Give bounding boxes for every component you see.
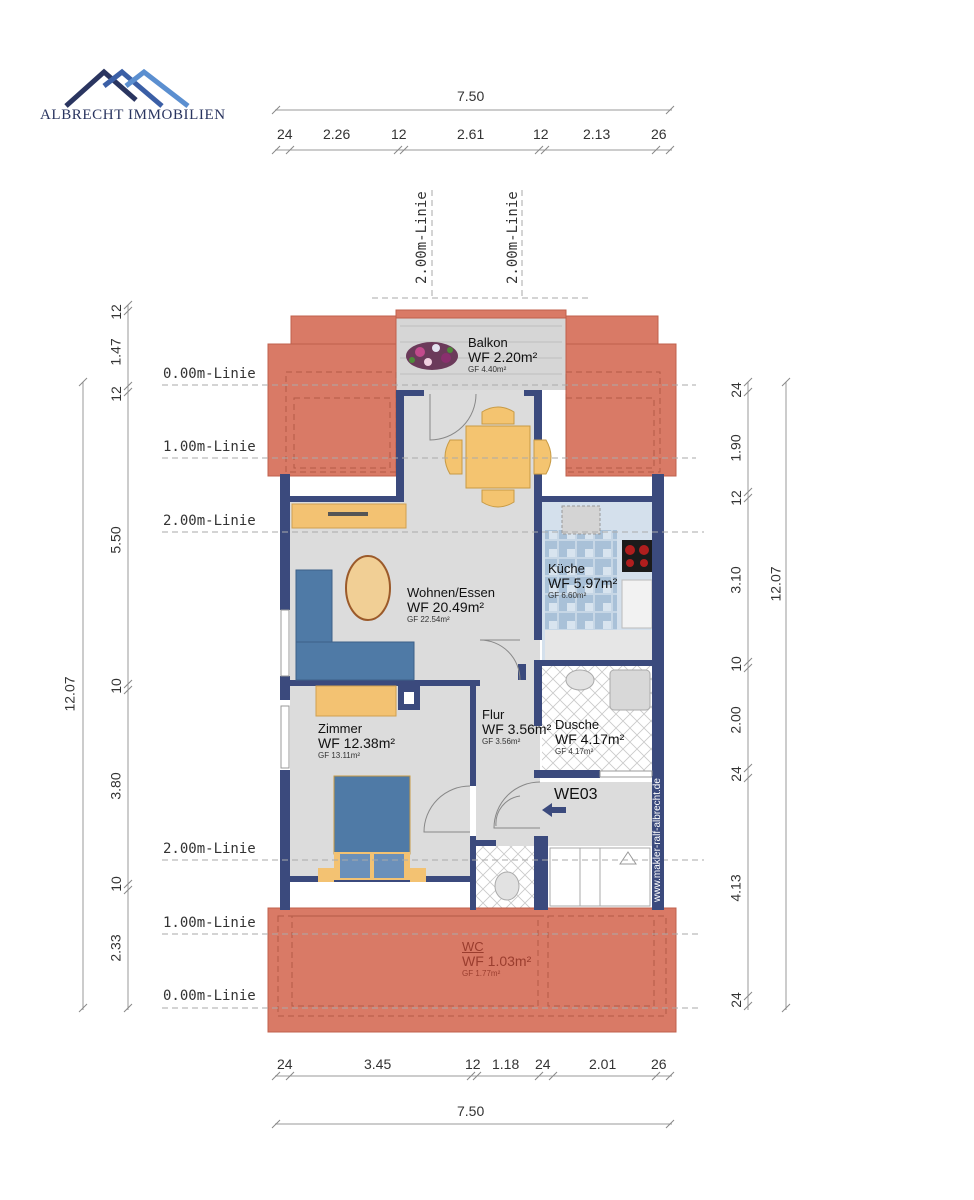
room-floor-area: GF 4.17m² bbox=[555, 747, 594, 756]
desk bbox=[315, 685, 397, 717]
room-floor-area: GF 22.54m² bbox=[407, 615, 450, 624]
dim-left-total: 12.07 bbox=[61, 676, 78, 712]
sink-icon bbox=[621, 579, 653, 629]
website-watermark: www.makler-ralf-albrecht.de bbox=[652, 778, 663, 902]
room-name: Wohnen/Essen bbox=[407, 585, 495, 600]
dim-right-seg: 4.13 bbox=[727, 874, 744, 902]
toilet-icon bbox=[494, 871, 520, 901]
room-name: Küche bbox=[548, 561, 585, 576]
dim-right-seg: 3.10 bbox=[727, 566, 744, 594]
shower-tray-icon bbox=[609, 669, 651, 711]
room-name: Balkon bbox=[468, 335, 508, 350]
room-label-wohnen-essen: Wohnen/Essen WF 20.49m² GF 22.54m² bbox=[407, 586, 495, 625]
dim-right-seg: 1.90 bbox=[727, 434, 744, 462]
room-name: Flur bbox=[482, 707, 505, 722]
coffee-table bbox=[345, 555, 391, 621]
dim-right-seg: 24 bbox=[727, 382, 744, 398]
dim-top-seg: 2.61 bbox=[457, 126, 485, 142]
height-line-label: 1.00m-Linie bbox=[163, 915, 256, 931]
dim-right-seg: 12 bbox=[727, 490, 744, 506]
dining-set bbox=[444, 406, 552, 508]
height-line-label: 0.00m-Linie bbox=[163, 988, 256, 1004]
dim-right-seg: 2.00 bbox=[727, 706, 744, 734]
unit-label: WE03 bbox=[554, 786, 598, 803]
room-label-dusche: Dusche WF 4.17m² GF 4.17m² bbox=[555, 718, 624, 757]
dim-bottom-seg: 1.18 bbox=[492, 1056, 520, 1072]
dim-left-seg: 2.33 bbox=[107, 934, 124, 962]
dimension-lines bbox=[82, 109, 787, 1125]
dim-right-seg: 24 bbox=[727, 992, 744, 1008]
room-living-area: WF 5.97m² bbox=[548, 575, 618, 591]
dim-right-seg: 24 bbox=[727, 766, 744, 782]
hall-floor bbox=[476, 666, 540, 846]
dim-right-total: 12.07 bbox=[767, 566, 784, 602]
room-living-area: WF 4.17m² bbox=[555, 731, 625, 747]
room-name: WC bbox=[462, 939, 484, 954]
roof-mountains-icon bbox=[64, 68, 190, 108]
room-label-balkon: Balkon WF 2.20m² GF 4.40m² bbox=[468, 336, 537, 375]
dim-left-seg: 10 bbox=[107, 876, 124, 892]
room-living-area: WF 12.38m² bbox=[318, 735, 396, 751]
dim-bottom-seg: 24 bbox=[277, 1056, 293, 1072]
dim-bottom-seg: 26 bbox=[651, 1056, 667, 1072]
room-label-flur: Flur WF 3.56m² GF 3.56m² bbox=[482, 708, 551, 747]
room-floor-area: GF 3.56m² bbox=[482, 737, 521, 746]
flower-pot-icon bbox=[406, 342, 458, 370]
height-line-label: 1.00m-Linie bbox=[163, 439, 256, 455]
height-line-label: 0.00m-Linie bbox=[163, 366, 256, 382]
dim-bottom-seg: 2.01 bbox=[589, 1056, 617, 1072]
room-name: Dusche bbox=[555, 717, 600, 732]
bed bbox=[318, 775, 426, 882]
room-floor-area: GF 6.60m² bbox=[548, 591, 587, 600]
balcony bbox=[396, 310, 566, 390]
room-living-area: WF 2.20m² bbox=[468, 349, 538, 365]
dim-bottom-seg: 24 bbox=[535, 1056, 551, 1072]
cooktop-icon bbox=[622, 540, 652, 572]
height-line-label: 2.00m-Linie bbox=[505, 191, 521, 284]
room-label-kueche: Küche WF 5.97m² GF 6.60m² bbox=[548, 562, 617, 601]
room-living-area: WF 1.03m² bbox=[462, 953, 532, 969]
room-label-wc: WC WF 1.03m² GF 1.77m² bbox=[462, 940, 531, 979]
dim-bottom-total: 7.50 bbox=[457, 1103, 485, 1119]
dim-left-seg: 3.80 bbox=[107, 772, 124, 800]
dim-top-seg: 24 bbox=[277, 126, 293, 142]
dim-top-seg: 12 bbox=[533, 126, 549, 142]
room-label-zimmer: Zimmer WF 12.38m² GF 13.11m² bbox=[318, 722, 395, 761]
arrow-left-icon bbox=[542, 803, 566, 817]
dim-top-seg: 26 bbox=[651, 126, 667, 142]
dim-top-total: 7.50 bbox=[457, 88, 485, 104]
room-floor-area: GF 13.11m² bbox=[318, 751, 361, 760]
company-logo: ALBRECHT IMMOBILIEN bbox=[38, 64, 225, 124]
windows bbox=[280, 609, 653, 778]
company-name: ALBRECHT IMMOBILIEN bbox=[40, 107, 226, 123]
height-line-label: 2.00m-Linie bbox=[163, 513, 256, 529]
door-swings bbox=[423, 393, 541, 833]
dim-top-seg: 2.26 bbox=[323, 126, 351, 142]
room-living-area: WF 20.49m² bbox=[407, 599, 485, 615]
dim-bottom-seg: 3.45 bbox=[364, 1056, 392, 1072]
room-floor-area: GF 1.77m² bbox=[462, 969, 501, 978]
staircase bbox=[549, 847, 651, 907]
dim-left-seg: 1.47 bbox=[107, 338, 124, 366]
height-line-label: 2.00m-Linie bbox=[163, 841, 256, 857]
height-lines bbox=[162, 190, 704, 1009]
room-living-area: WF 3.56m² bbox=[482, 721, 552, 737]
dimension-ticks bbox=[78, 105, 791, 1129]
dim-left-seg: 12 bbox=[107, 386, 124, 402]
room-name: Zimmer bbox=[318, 721, 363, 736]
dim-left-seg: 5.50 bbox=[107, 526, 124, 554]
dim-left-seg: 10 bbox=[107, 678, 124, 694]
corner-sofa bbox=[295, 569, 415, 681]
dim-left-seg: 12 bbox=[107, 304, 124, 320]
room-floor-area: GF 4.40m² bbox=[468, 365, 507, 374]
dim-top-seg: 2.13 bbox=[583, 126, 611, 142]
dim-top-seg: 12 bbox=[391, 126, 407, 142]
kitchen-tiles bbox=[542, 500, 653, 660]
roof-slopes bbox=[267, 309, 677, 1033]
height-line-label: 2.00m-Linie bbox=[414, 191, 430, 284]
dim-bottom-seg: 12 bbox=[465, 1056, 481, 1072]
dim-right-seg: 10 bbox=[727, 656, 744, 672]
washbasin-icon bbox=[565, 669, 595, 691]
